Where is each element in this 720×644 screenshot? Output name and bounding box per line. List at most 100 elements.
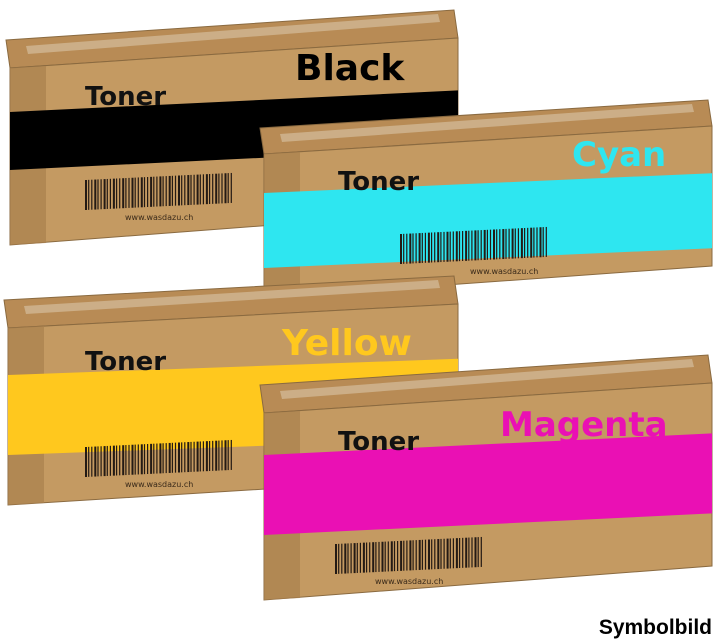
barcode-bar [140,444,143,475]
barcode-bar [153,443,155,474]
barcode-bar [193,441,195,472]
toner-label: Toner [338,167,419,197]
barcode-bar [455,231,458,262]
barcode-bar [344,543,347,574]
barcode-bar [209,441,211,471]
barcode-bar [409,233,412,264]
barcode-bar [480,536,482,567]
barcode-bar [397,541,399,571]
barcode-bar [224,173,227,204]
barcode-bar [85,180,87,210]
barcode-bar [221,173,223,204]
barcode-bar [545,226,547,257]
barcode-bar [190,441,192,472]
barcode-bar [418,539,421,570]
barcode-bar [400,234,402,264]
barcode-bar [446,231,449,262]
barcode-bar [202,174,204,205]
barcode-bar [215,173,218,204]
barcode-bar [437,539,440,570]
barcode-bar [338,543,340,574]
barcode-bar [128,444,130,475]
barcode-bar [366,542,368,573]
barcode-bar [88,446,90,477]
barcode-bar [165,176,167,207]
toner-label: Toner [85,347,166,377]
barcode-bar [440,232,442,263]
barcode-bar [199,174,201,205]
barcode-bar [409,540,412,571]
toner-label: Toner [85,82,166,112]
barcode-bar [128,177,130,208]
toner-box-cyan: www.wasdazu.ch Toner Cyan [259,99,713,299]
barcode-bar [424,539,427,570]
barcode [85,172,232,210]
barcode-bar [122,445,125,476]
barcode-bar [474,537,477,568]
barcode-bar [356,542,358,573]
barcode-bar [372,542,375,573]
barcode-bar [109,178,111,209]
color-name-label: Cyan [572,135,666,175]
barcode-bar [109,445,111,476]
barcode-bar [341,543,343,574]
barcode-bar [103,179,106,210]
barcode-bar [431,539,433,570]
barcode-bar [412,233,414,264]
barcode-bar [116,178,118,209]
barcode-bar [218,173,220,204]
barcode-bar [527,227,529,258]
barcode-bar [181,175,183,206]
barcode-bar [125,445,127,476]
barcode-bar [171,442,173,473]
barcode-bar [431,232,433,263]
website-text: www.wasdazu.ch [470,267,538,276]
barcode-bar [335,544,337,574]
barcode-bar [452,231,454,262]
barcode-bar [122,178,125,209]
website-text: www.wasdazu.ch [125,213,193,222]
barcode-bar [415,233,417,264]
barcode-bar [174,175,177,206]
tape-strip [280,359,694,399]
barcode-bar [539,227,542,258]
barcode-bar [517,228,519,259]
barcode-bar [91,179,93,210]
barcode-bar [85,447,87,477]
barcode-bar [459,538,461,568]
barcode-bar [94,446,97,477]
barcode-bar [418,233,421,264]
barcode-bar [199,441,201,472]
barcode-bar [468,537,470,568]
barcode-bar [106,178,108,209]
barcode-bar [353,543,356,574]
barcode-bar [434,539,436,570]
barcode-bar [184,442,186,473]
barcode-bar [230,439,232,470]
barcode-bar [428,539,430,570]
barcode-bar [449,538,451,569]
barcode-bar [97,446,99,477]
caption-symbolbild: Symbolbild [598,616,712,639]
barcode-bar [150,443,153,474]
barcode-bar [455,538,458,569]
barcode-bar [205,174,208,205]
barcode-bar [530,227,533,258]
barcode-bar [131,444,134,475]
barcode-bar [412,540,414,571]
barcode-bar [97,179,99,210]
barcode-bar [381,541,384,572]
barcode-bar [511,228,514,259]
color-band [264,173,712,268]
barcode-bar [209,174,211,204]
barcode-bar [468,230,470,261]
barcode-bar [196,441,199,472]
barcode-bar [134,444,136,475]
barcode-bar [508,228,510,259]
barcode-bar [362,542,365,573]
barcode-bar [390,541,393,572]
barcode-bar [421,539,423,570]
barcode-bar [514,228,516,259]
barcode-bar [94,179,97,210]
